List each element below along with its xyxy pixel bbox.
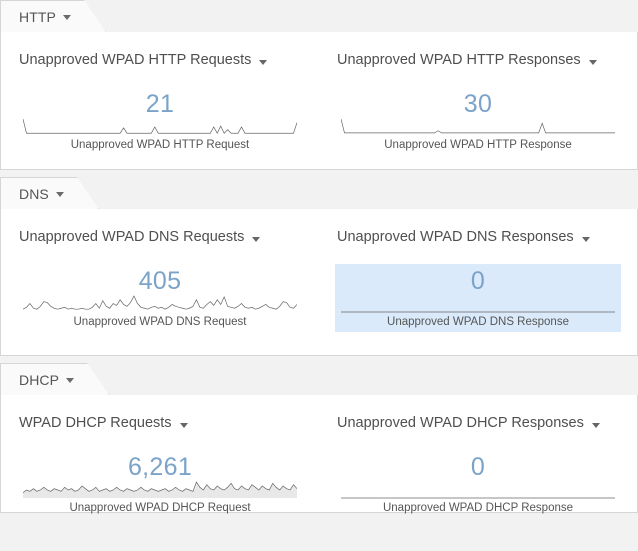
single-value-dhcp-responses[interactable]: 0 Unapproved WPAD DHCP Response [335,450,621,517]
single-value-dhcp-responses-caption: Unapproved WPAD DHCP Response [382,501,574,514]
panel-title-dhcp-responses-text: Unapproved WPAD DHCP Responses [337,415,584,431]
panel-title-dns-requests-text: Unapproved WPAD DNS Requests [19,229,245,245]
single-value-dns-requests-number: 405 [138,267,182,296]
sparkline-http-requests [23,116,297,138]
single-value-dhcp-requests-caption: Unapproved WPAD DHCP Request [69,501,251,514]
sparkline-dns-requests [23,293,297,315]
chevron-down-icon [581,237,590,242]
panel-title-dns-requests[interactable]: Unapproved WPAD DNS Requests [19,229,261,246]
tab-dhcp[interactable]: DHCP [0,363,109,395]
panel-unapproved-wpad-http-requests: Unapproved WPAD HTTP Requests 21 Unappro… [1,32,319,169]
tabbar-dhcp: DHCP [0,363,638,395]
single-value-dns-requests-caption: Unapproved WPAD DNS Request [73,315,247,328]
section-http: HTTP Unapproved WPAD HTTP Requests 21 Un… [0,0,638,170]
single-value-http-requests[interactable]: 21 Unapproved WPAD HTTP Request [17,87,303,154]
tab-dns-label: DNS [19,185,49,202]
panel-row-dhcp: WPAD DHCP Requests 6,261 Unapproved WPAD… [0,394,638,514]
panel-title-dhcp-responses[interactable]: Unapproved WPAD DHCP Responses [337,415,600,432]
chevron-down-icon [179,423,188,428]
panel-unapproved-wpad-http-responses: Unapproved WPAD HTTP Responses 30 Unappr… [319,32,637,169]
section-dhcp: DHCP WPAD DHCP Requests 6,261 Unapproved… [0,363,638,514]
single-value-dns-responses-number: 0 [470,267,486,296]
single-value-dhcp-responses-number: 0 [470,453,486,482]
tabbar-dns: DNS [0,177,638,209]
sparkline-http-responses [341,116,615,138]
chevron-down-icon [588,60,597,65]
single-value-dhcp-requests-number: 6,261 [127,453,193,482]
panel-wpad-dhcp-requests: WPAD DHCP Requests 6,261 Unapproved WPAD… [1,395,319,514]
panel-unapproved-wpad-dns-requests: Unapproved WPAD DNS Requests 405 Unappro… [1,209,319,355]
panel-title-dns-responses[interactable]: Unapproved WPAD DNS Responses [337,229,590,246]
single-value-dns-responses[interactable]: 0 Unapproved WPAD DNS Response [335,264,621,332]
single-value-http-responses-number: 30 [463,90,493,119]
tabbar-http: HTTP [0,0,638,32]
sparkline-dhcp-responses [341,479,615,501]
single-value-http-responses-caption: Unapproved WPAD HTTP Response [384,138,572,151]
single-value-dns-requests[interactable]: 405 Unapproved WPAD DNS Request [17,264,303,331]
single-value-dns-responses-caption: Unapproved WPAD DNS Response [387,315,569,328]
section-dns: DNS Unapproved WPAD DNS Requests 405 Una… [0,177,638,356]
sparkline-dhcp-requests [23,479,297,498]
panel-title-http-requests-text: Unapproved WPAD HTTP Requests [19,52,252,68]
single-value-http-requests-number: 21 [145,90,175,119]
chevron-down-icon [252,237,261,242]
panel-unapproved-wpad-dns-responses: Unapproved WPAD DNS Responses 0 Unapprov… [319,209,637,355]
panel-row-http: Unapproved WPAD HTTP Requests 21 Unappro… [0,31,638,170]
single-value-http-responses[interactable]: 30 Unapproved WPAD HTTP Response [335,87,621,154]
panel-title-dhcp-requests[interactable]: WPAD DHCP Requests [19,415,188,432]
panel-unapproved-wpad-dhcp-responses: Unapproved WPAD DHCP Responses 0 Unappro… [319,395,637,514]
panel-title-http-responses-text: Unapproved WPAD HTTP Responses [337,52,581,68]
tab-dhcp-label: DHCP [19,371,60,388]
sparkline-dns-responses [341,293,615,315]
tab-http[interactable]: HTTP [0,0,106,32]
chevron-down-icon [63,15,71,20]
tab-http-label: HTTP [19,8,56,25]
panel-title-http-responses[interactable]: Unapproved WPAD HTTP Responses [337,52,597,69]
chevron-down-icon [591,423,600,428]
panel-title-dns-responses-text: Unapproved WPAD DNS Responses [337,229,574,245]
panel-title-dhcp-requests-text: WPAD DHCP Requests [19,415,172,431]
single-value-http-requests-caption: Unapproved WPAD HTTP Request [70,138,250,151]
panel-row-dns: Unapproved WPAD DNS Requests 405 Unappro… [0,208,638,356]
chevron-down-icon [259,60,268,65]
chevron-down-icon [56,192,64,197]
chevron-down-icon [66,378,74,383]
panel-title-http-requests[interactable]: Unapproved WPAD HTTP Requests [19,52,268,69]
tab-dns[interactable]: DNS [0,177,99,209]
single-value-dhcp-requests[interactable]: 6,261 Unapproved WPAD DHCP Request [17,450,303,517]
